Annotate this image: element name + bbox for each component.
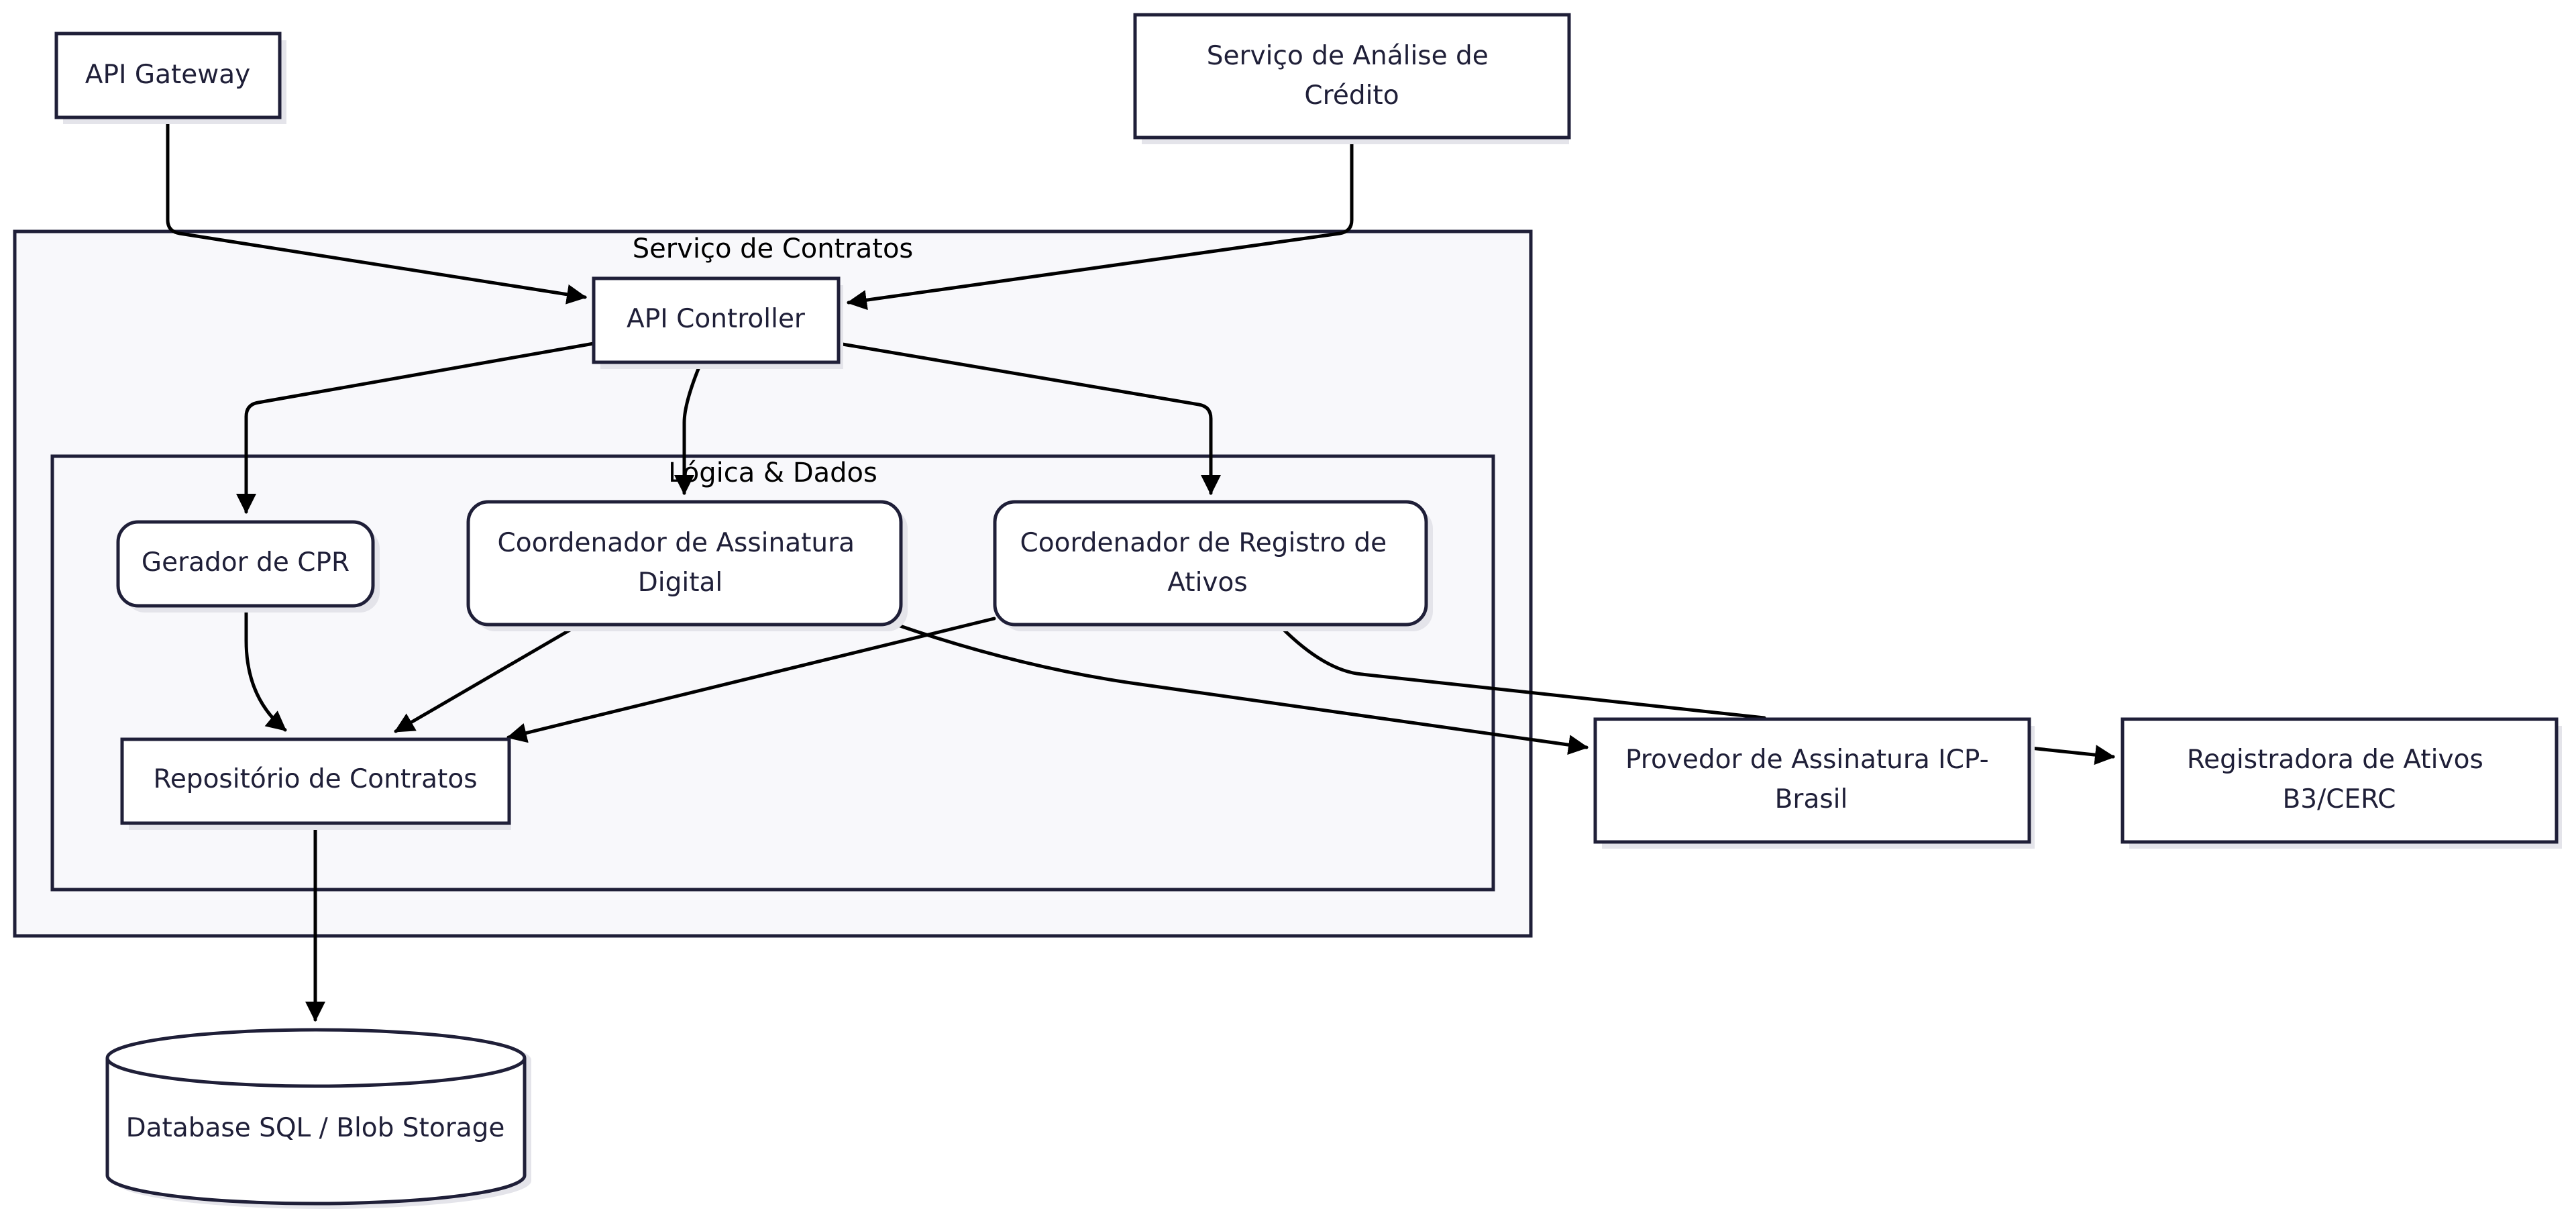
edge-controller-to-signature	[674, 360, 703, 495]
cluster-logic-data-label: Lógica & Dados	[668, 458, 877, 488]
node-database-cylinder[interactable]: Database SQL / Blob Storage	[105, 1028, 531, 1209]
edges	[166, 117, 2115, 1022]
node-signature-coordinator[interactable]: Coordenador de Assinatura Digital	[466, 500, 908, 631]
node-cpr-generator[interactable]: Gerador de CPR	[116, 520, 380, 613]
edge-credit-to-controller	[847, 137, 1354, 311]
edge-registry-to-icp	[1279, 625, 1766, 720]
edge-gateway-to-controller	[166, 117, 587, 305]
node-api-gateway-label: API Gateway	[85, 60, 250, 90]
node-asset-registrar[interactable]: Registradora de Ativos B3/CERC	[2121, 717, 2562, 849]
node-asset-registry-coordinator[interactable]: Coordenador de Registro de Ativos	[993, 500, 1433, 631]
node-contract-repository[interactable]: Repositório de Contratos	[120, 737, 511, 830]
edge-icp-to-registrar	[2029, 745, 2115, 765]
node-credit-analysis-service[interactable]: Serviço de Análise de Crédito	[1133, 13, 1571, 144]
node-cpr-generator-label: Gerador de CPR	[142, 547, 350, 578]
edge-cpr-to-repository	[244, 605, 287, 732]
node-api-gateway[interactable]: API Gateway	[54, 32, 286, 124]
node-api-controller-label: API Controller	[627, 304, 806, 334]
node-signature-coordinator-label: Coordenador de Assinatura Digital	[498, 528, 863, 598]
edge-controller-to-cpr	[236, 341, 596, 514]
node-credit-analysis-service-label: Serviço de Análise de Crédito	[1207, 41, 1497, 111]
edge-controller-to-registry	[837, 341, 1221, 495]
node-icp-signature-provider-label: Provedor de Assinatura ICP- Brasil	[1625, 745, 1997, 814]
node-icp-signature-provider[interactable]: Provedor de Assinatura ICP- Brasil	[1593, 717, 2035, 849]
edge-signature-to-icp	[892, 622, 1589, 755]
edge-registry-to-repository	[506, 617, 996, 743]
node-asset-registry-coordinator-label: Coordenador de Registro de Ativos	[1020, 528, 1395, 598]
edge-signature-to-repository	[394, 624, 579, 733]
node-database-label: Database SQL / Blob Storage	[126, 1113, 505, 1143]
node-asset-registrar-label: Registradora de Ativos B3/CERC	[2187, 745, 2491, 814]
cluster-contract-service-label: Serviço de Contratos	[633, 233, 914, 264]
node-api-controller[interactable]: API Controller	[592, 276, 843, 369]
node-contract-repository-label: Repositório de Contratos	[153, 764, 477, 794]
